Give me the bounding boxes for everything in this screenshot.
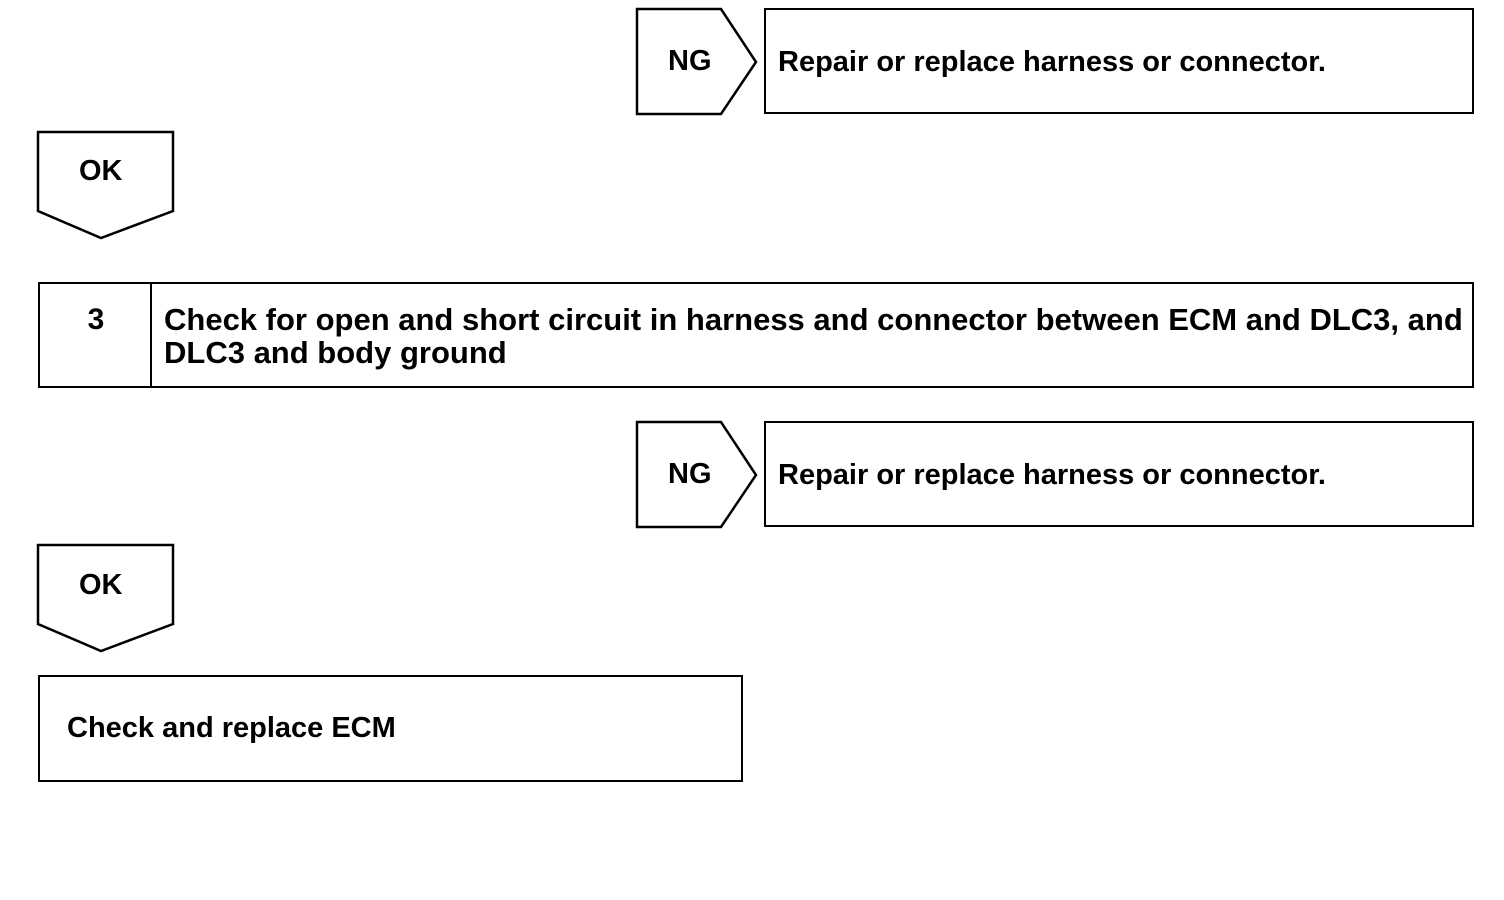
ng-result-box-2: Repair or replace harness or connector. xyxy=(764,421,1474,527)
ng-label-2: NG xyxy=(668,458,712,490)
step-number: 3 xyxy=(87,303,105,336)
ng-arrow-2 xyxy=(635,420,758,529)
final-action-box: Check and replace ECM xyxy=(38,675,743,782)
ok-arrow-1 xyxy=(36,130,175,240)
ng-arrow-1 xyxy=(635,7,758,116)
step-title: Check for open and short circuit in harn… xyxy=(164,302,1463,370)
ng-label-1: NG xyxy=(668,45,712,77)
ng-result-text-2: Repair or replace harness or connector. xyxy=(778,459,1326,491)
ok-label-1: OK xyxy=(79,155,123,187)
ng-result-box-1: Repair or replace harness or connector. xyxy=(764,8,1474,114)
ok-label-2: OK xyxy=(79,569,123,601)
ng-result-text-1: Repair or replace harness or connector. xyxy=(778,46,1326,78)
step-number-cell: 3 xyxy=(40,284,152,386)
final-action-text: Check and replace ECM xyxy=(67,712,396,744)
step-3-box: 3 Check for open and short circuit in ha… xyxy=(38,282,1474,388)
ok-arrow-2 xyxy=(36,543,175,653)
